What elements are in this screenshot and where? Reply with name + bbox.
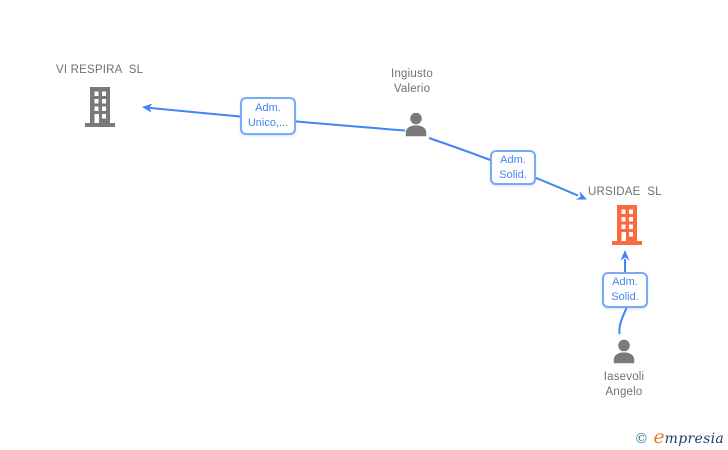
edge-label-admin-solid-2[interactable]: Adm. Solid. <box>602 272 648 308</box>
person-bottom-label[interactable]: Iasevoli Angelo <box>603 371 645 398</box>
person-icon[interactable] <box>609 337 639 367</box>
person-icon[interactable] <box>401 110 431 140</box>
arrowhead-icon <box>620 250 630 261</box>
edge-label-admin-unico[interactable]: Adm. Unico,... <box>240 97 296 135</box>
person-top-label[interactable]: Ingiusto Valerio <box>391 68 433 95</box>
arrowhead-icon <box>576 191 587 200</box>
company-left-label[interactable]: VI RESPIRA SL <box>56 64 144 76</box>
brand-logo-text: mpresia <box>664 431 724 447</box>
copyright-icon: © <box>634 431 649 447</box>
brand-logo-initial: e <box>653 426 665 448</box>
building-icon[interactable] <box>611 204 643 246</box>
empresia-watermark: © e mpresia <box>634 426 724 448</box>
arrowhead-icon <box>142 103 153 113</box>
building-icon[interactable] <box>84 86 116 128</box>
edge-label-admin-solid-1[interactable]: Adm. Solid. <box>490 150 536 185</box>
edge-line-admin-solid-2-lower <box>618 307 628 335</box>
company-right-label[interactable]: URSIDAE SL <box>588 186 662 198</box>
